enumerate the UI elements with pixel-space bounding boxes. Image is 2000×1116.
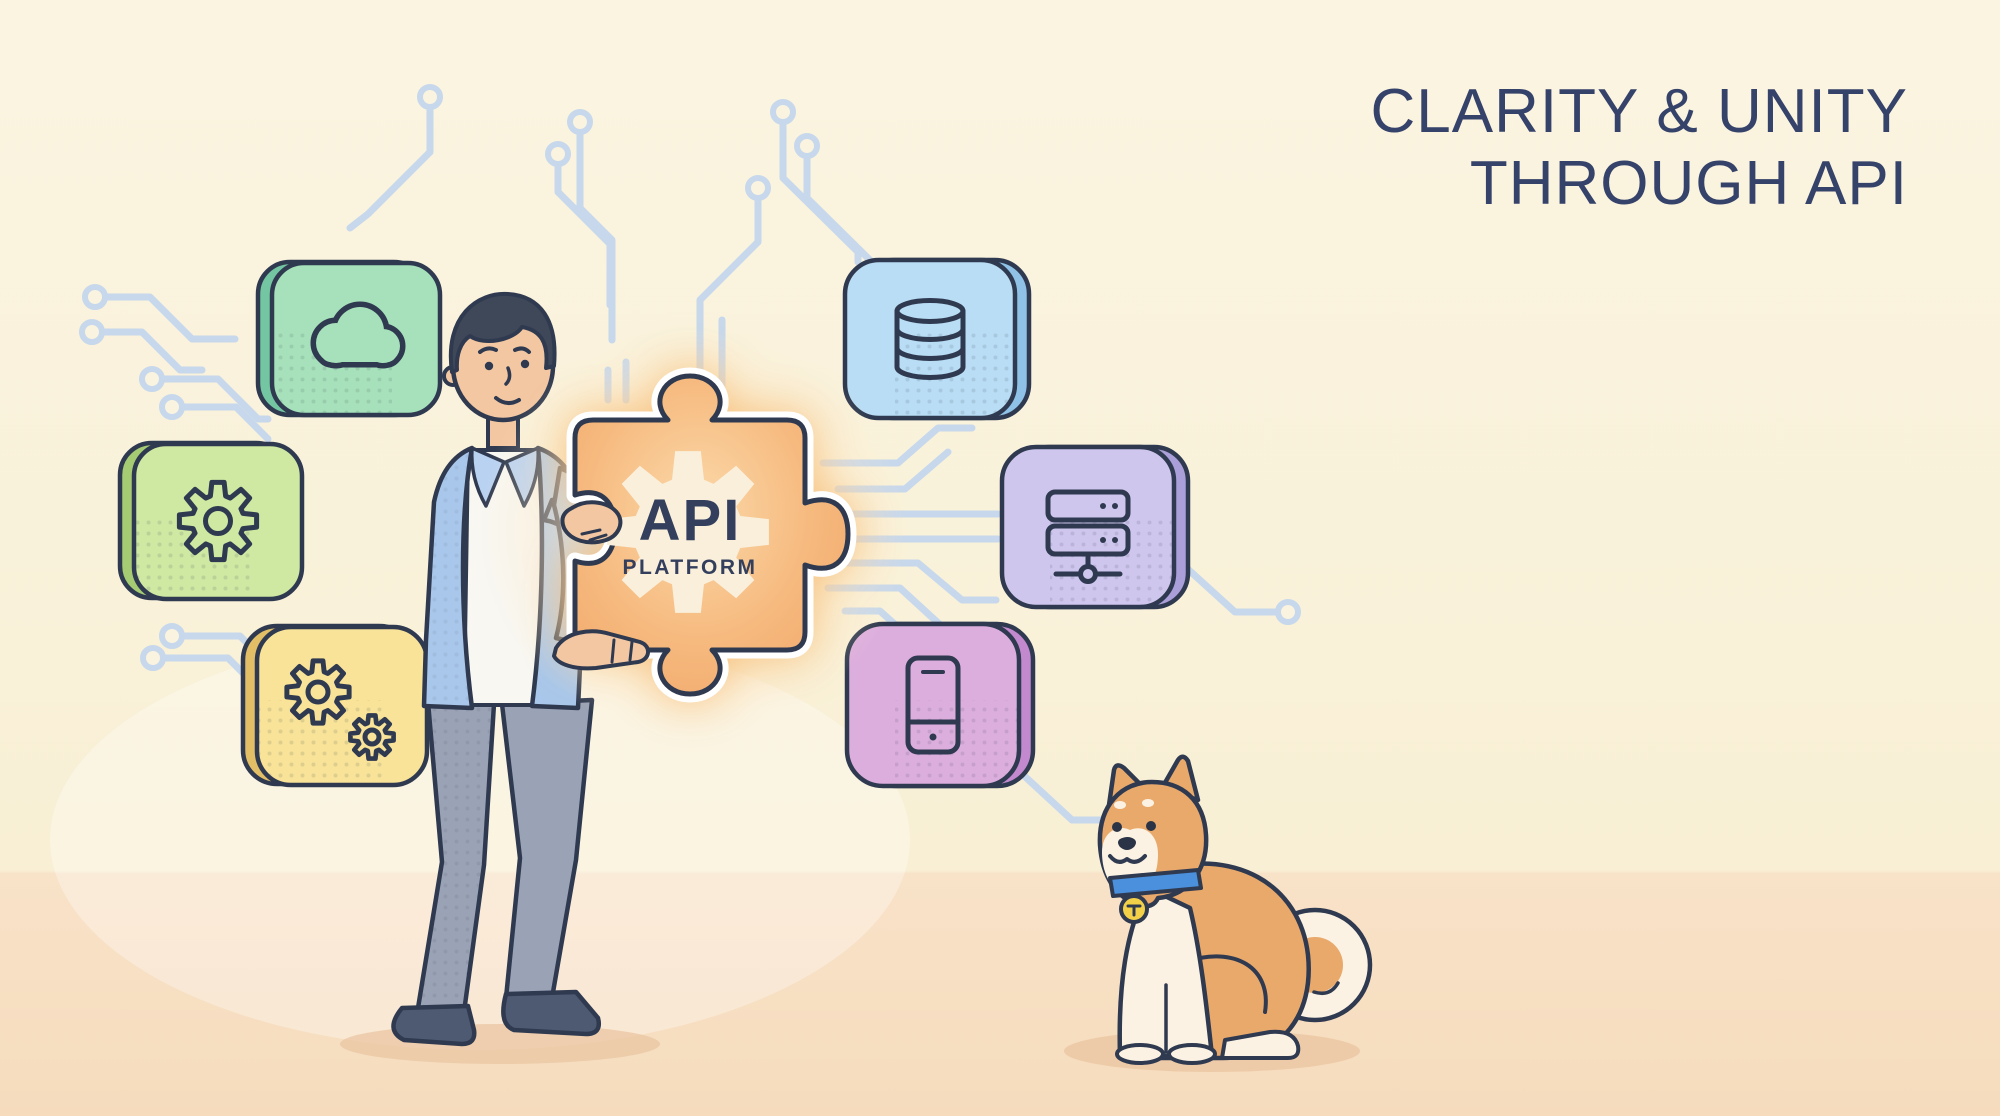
man-hands [552,500,650,671]
server-icon [1045,489,1131,584]
headline-line1: CLARITY & UNITY [1370,77,1908,146]
dog-collar [1108,868,1203,898]
dog-eye [1146,821,1156,831]
cloud-icon [310,301,406,369]
dog-nose [1118,837,1136,850]
man-bottom-hand [552,629,650,671]
headline: CLARITY & UNITY THROUGH API [1370,76,1908,220]
puzzle-api-label: API [639,488,742,553]
man-right-shoe [501,989,601,1037]
database-tile [842,257,1032,421]
headline-line2: THROUGH API [1469,148,1908,218]
man-left-shoe [391,1003,477,1047]
man-top-hand [560,500,623,545]
automation-tile [240,623,430,788]
man-smile [494,396,521,405]
man-shadow [340,1024,660,1064]
man-head [442,291,557,423]
man-hair [448,291,557,374]
puzzle-platform-label: PLATFORM [622,556,757,579]
dog-chest [1117,885,1215,1059]
server-tile [999,444,1191,610]
cloud-tile [255,259,443,418]
gears-icon [287,661,394,759]
settings-tile [117,440,305,602]
gear-icon [179,482,256,559]
dog-rear-paw [1220,1029,1301,1060]
api-puzzle-piece: API PLATFORM [566,367,857,703]
dog-front-paw [1167,1043,1217,1065]
shiba-dog [1064,754,1373,1072]
dog-smile [1108,854,1147,864]
dog-eye [1112,822,1122,832]
dog-front-paw [1115,1043,1165,1065]
mobile-tile [844,621,1036,789]
smartphone-icon [905,655,961,755]
database-icon [894,298,966,380]
